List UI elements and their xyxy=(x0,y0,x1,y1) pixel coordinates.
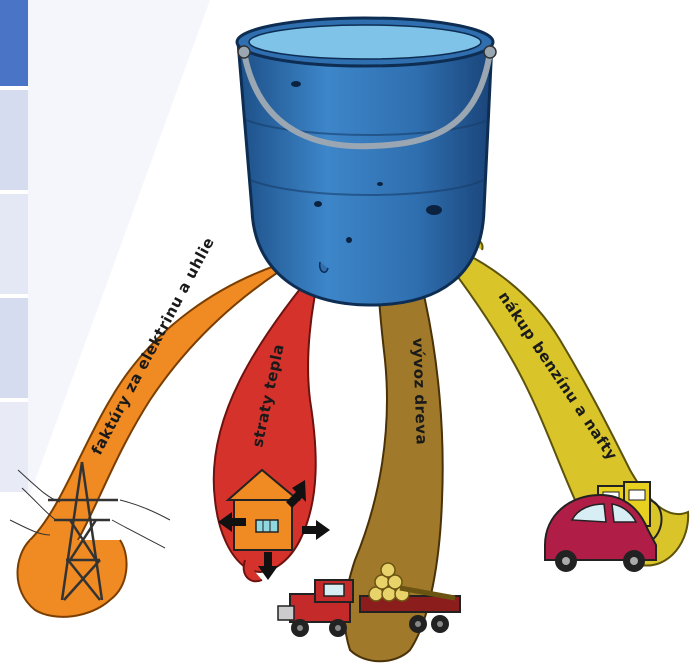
stream-fuel: nákup benzínu a nafty xyxy=(428,238,688,572)
label-electricity: faktúry za elektrinu a uhlie xyxy=(88,234,218,458)
stream-heat: straty tepla xyxy=(214,262,330,581)
label-wood: vývoz dreva xyxy=(409,338,431,446)
bucket-icon xyxy=(237,18,496,305)
